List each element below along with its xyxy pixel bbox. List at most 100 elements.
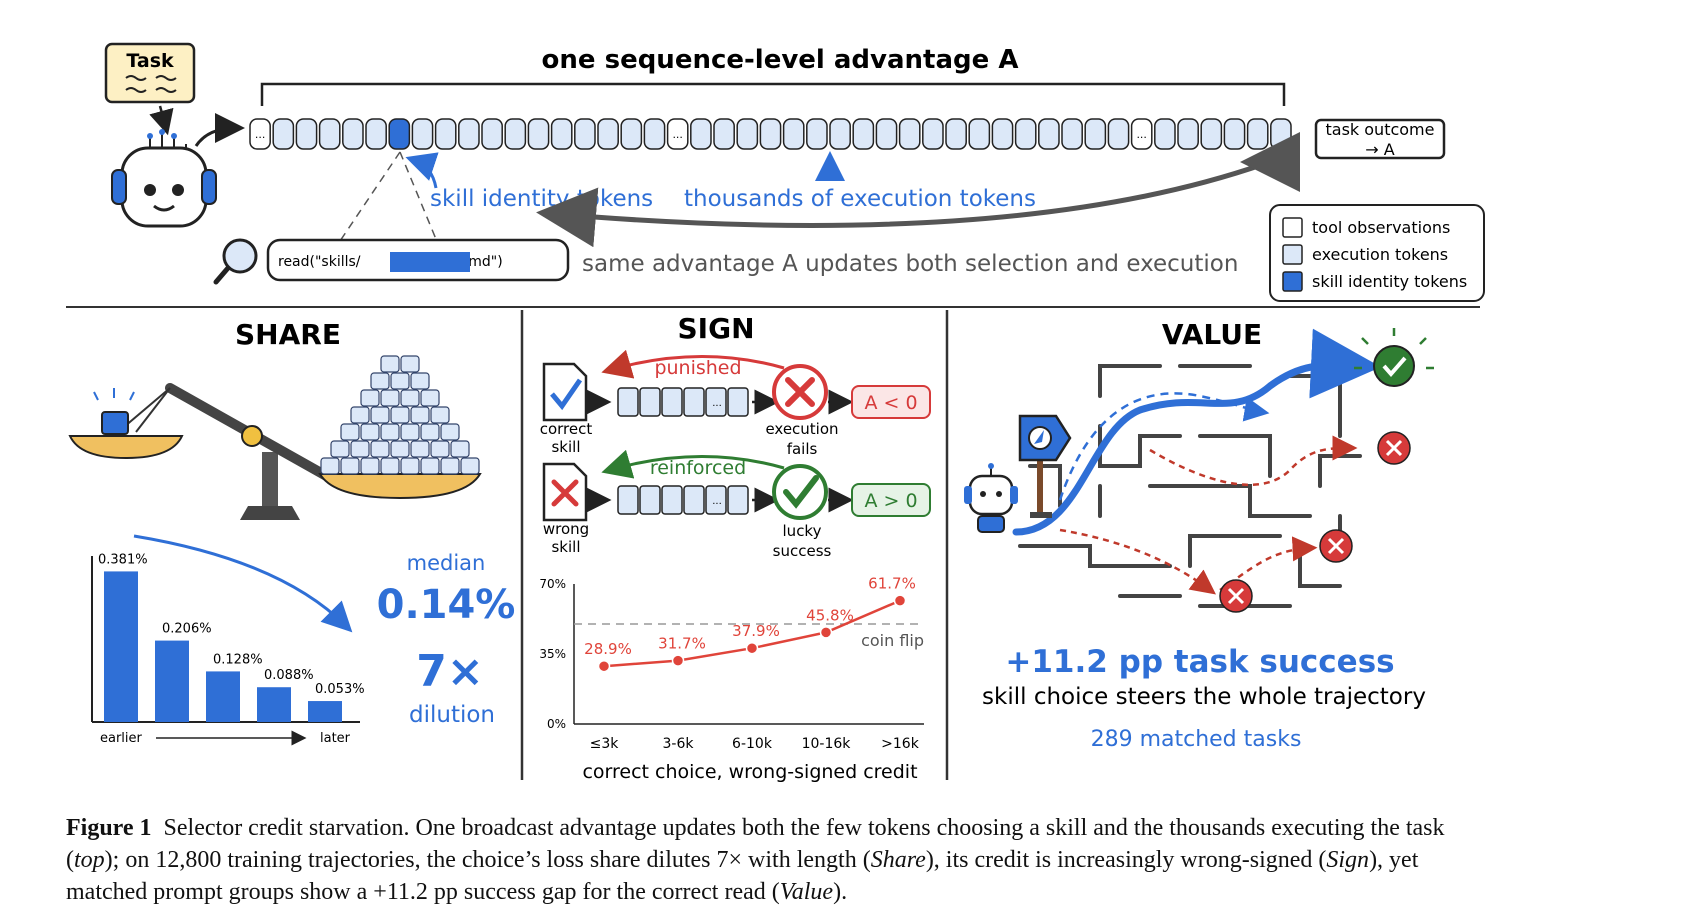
task-outcome-line1: task outcome <box>1326 120 1435 139</box>
token-cube <box>400 457 420 475</box>
sign-ytick: 70% <box>539 577 566 591</box>
tool-observation-token <box>1130 118 1153 150</box>
sign-title: SIGN <box>678 312 755 345</box>
execution-token <box>690 118 712 150</box>
fail-x-icon <box>1219 579 1253 613</box>
task-outcome-box: task outcome → A <box>1314 118 1446 160</box>
execution-token <box>620 118 643 150</box>
token-cube <box>380 457 400 475</box>
token-cube <box>410 372 430 390</box>
lucky-success-line1: lucky <box>783 522 822 540</box>
execution-token <box>1270 118 1292 150</box>
skill-identity-token <box>388 118 411 150</box>
execution-token <box>1038 118 1060 150</box>
sign-point <box>597 659 611 673</box>
execution-token <box>481 118 503 150</box>
execution-label: thousands of execution tokens <box>684 186 1036 212</box>
execution-token <box>1177 118 1199 150</box>
correct-skill-line1: correct <box>540 420 593 438</box>
share-bar-label: 0.088% <box>264 668 314 683</box>
top-title: one sequence-level advantage A <box>542 45 1019 75</box>
lucky-success-check-icon <box>772 464 828 520</box>
execution-token <box>968 118 991 150</box>
execution-token <box>922 118 944 150</box>
caption-sign: Sign <box>1326 847 1370 873</box>
token-cube <box>390 372 410 390</box>
token-cube <box>320 457 340 475</box>
legend-label: tool observations <box>1312 218 1450 237</box>
sign-point <box>745 641 759 655</box>
token-cube <box>440 423 460 441</box>
token-cube <box>440 457 460 475</box>
execution-fails-x-icon <box>772 364 828 420</box>
token-cube <box>420 389 440 407</box>
token-cube <box>340 423 360 441</box>
execution-token <box>365 118 387 150</box>
adv-neg-box <box>851 385 931 419</box>
execution-token <box>342 118 364 150</box>
token-cube <box>370 406 390 424</box>
task-outcome-line2: → A <box>1365 140 1394 159</box>
dilution-value: 7× <box>416 646 483 697</box>
sign-xtick: 10-16k <box>802 736 852 752</box>
caption-text-5: ). <box>833 879 848 905</box>
share-bar <box>308 701 342 722</box>
execution-token <box>875 118 898 150</box>
sign-line-chart: 0%35%70%coin flip28.9%≤3k31.7%3-6k37.9%6… <box>539 575 924 783</box>
task-note: Task <box>104 42 196 136</box>
skill-identity-label: skill identity tokens <box>430 186 653 212</box>
execution-token <box>806 118 828 150</box>
share-bar <box>206 671 240 722</box>
execution-token <box>597 118 619 150</box>
execution-token <box>1154 118 1176 150</box>
sequence-token <box>639 485 661 515</box>
median-value: 0.14% <box>377 582 516 628</box>
execution-fails-line1: execution <box>765 420 838 438</box>
caption-value: Value <box>779 879 834 905</box>
token-cube <box>380 355 400 373</box>
execution-token <box>945 118 967 150</box>
token-cube <box>410 440 430 458</box>
small-robot-icon <box>964 463 1018 533</box>
magnifier-icon <box>213 238 258 285</box>
sequence-token <box>683 485 705 515</box>
caption-share: Share <box>870 847 926 873</box>
execution-token <box>1223 118 1246 150</box>
adv-pos-text: A > 0 <box>864 490 917 512</box>
sign-point-label: 28.9% <box>584 640 632 658</box>
caption-text-3: ), its credit is increasingly wrong-sign… <box>925 847 1327 873</box>
share-bar-label: 0.381% <box>98 552 148 567</box>
execution-token <box>713 118 735 150</box>
execution-token <box>1014 118 1037 150</box>
share-xlabel-left: earlier <box>100 731 143 746</box>
token-ellipsis: ... <box>1136 128 1147 141</box>
sign-row-punished: correct skill ... execution fails A < 0 … <box>540 349 931 458</box>
token-cube <box>350 440 370 458</box>
token-cube <box>350 406 370 424</box>
execution-token <box>1107 118 1130 150</box>
wrong-skill-line1: wrong <box>543 520 589 538</box>
figure-caption: Figure 1 Selector credit starvation. One… <box>66 812 1486 908</box>
coin-flip-label: coin flip <box>861 631 924 650</box>
adv-neg-text: A < 0 <box>864 392 917 414</box>
execution-fails-line2: fails <box>787 440 818 458</box>
fail-x-icon <box>1319 529 1353 563</box>
sign-point <box>671 654 685 667</box>
tool-observation-token <box>666 118 689 150</box>
share-bar <box>155 640 189 722</box>
punished-label: punished <box>654 357 741 379</box>
token-ellipsis: ... <box>712 398 722 409</box>
fail-x-icon <box>1377 431 1411 465</box>
share-bar-label: 0.128% <box>213 652 263 667</box>
execution-token <box>458 118 480 150</box>
sequence-token <box>617 485 639 515</box>
sign-xtick: ≤3k <box>590 736 620 752</box>
execution-token <box>1246 118 1269 150</box>
sign-xlabel: correct choice, wrong-signed credit <box>582 761 917 783</box>
execution-token <box>852 118 875 150</box>
caption-text-1: Selector credit starvation. One broadcas… <box>66 815 1445 873</box>
token-cube <box>380 389 400 407</box>
execution-token <box>411 118 434 150</box>
execution-token <box>736 118 759 150</box>
